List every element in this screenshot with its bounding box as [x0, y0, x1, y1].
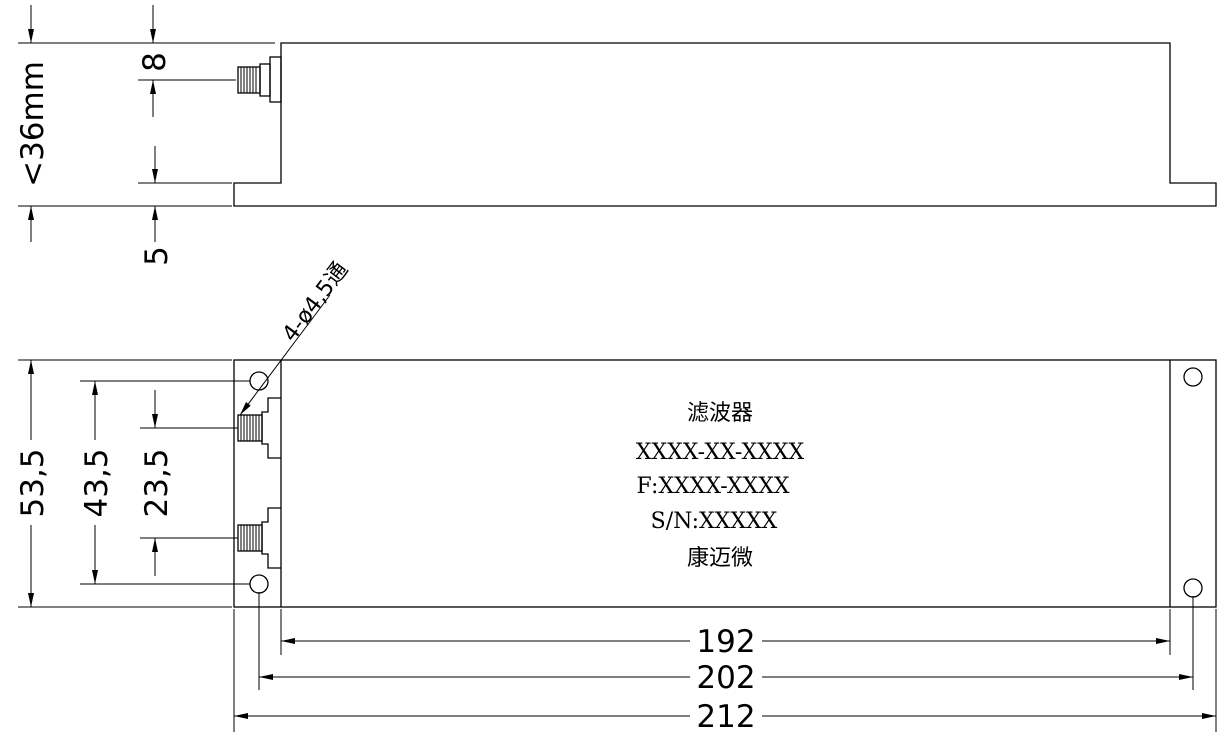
mounting-hole — [249, 574, 269, 594]
label-line-serial: S/N:XXXXX — [651, 509, 778, 534]
mounting-hole — [1183, 367, 1203, 387]
hole-callout-leader — [239, 294, 331, 416]
side-body-outline — [233, 42, 1217, 207]
dim-width-total-label: 53,5 — [15, 448, 51, 517]
top-connector-upper — [237, 397, 281, 459]
mounting-hole — [1183, 578, 1203, 598]
side-view: <36mm 8 5 — [15, 5, 1217, 266]
side-connector — [237, 56, 282, 103]
dim-height-label: <36mm — [15, 61, 51, 187]
dim-length-total-label: 212 — [696, 699, 755, 735]
label-line-brand: 康迈微 — [687, 546, 753, 571]
dim-width-connectors-label: 23,5 — [139, 448, 175, 517]
top-connector-lower — [237, 507, 281, 569]
label-line-frequency: F:XXXX-XXXX — [636, 474, 789, 499]
label-line-name: 滤波器 — [687, 401, 753, 426]
dim-offset-label: 8 — [137, 52, 173, 72]
top-view: 4-ø4,5通 53,5 43,5 23,5 192 2 — [15, 258, 1217, 735]
dim-width-holes-label: 43,5 — [79, 448, 115, 517]
dim-flange-label: 5 — [139, 246, 175, 266]
dim-length-holes-label: 202 — [696, 660, 755, 696]
hole-callout-label: 4-ø4,5通 — [278, 258, 354, 347]
label-line-model: XXXX-XX-XXXX — [636, 440, 805, 465]
dim-length-body-label: 192 — [696, 624, 755, 660]
product-label: 滤波器 XXXX-XX-XXXX F:XXXX-XXXX S/N:XXXXX 康… — [636, 401, 805, 571]
top-outline — [233, 359, 1217, 608]
